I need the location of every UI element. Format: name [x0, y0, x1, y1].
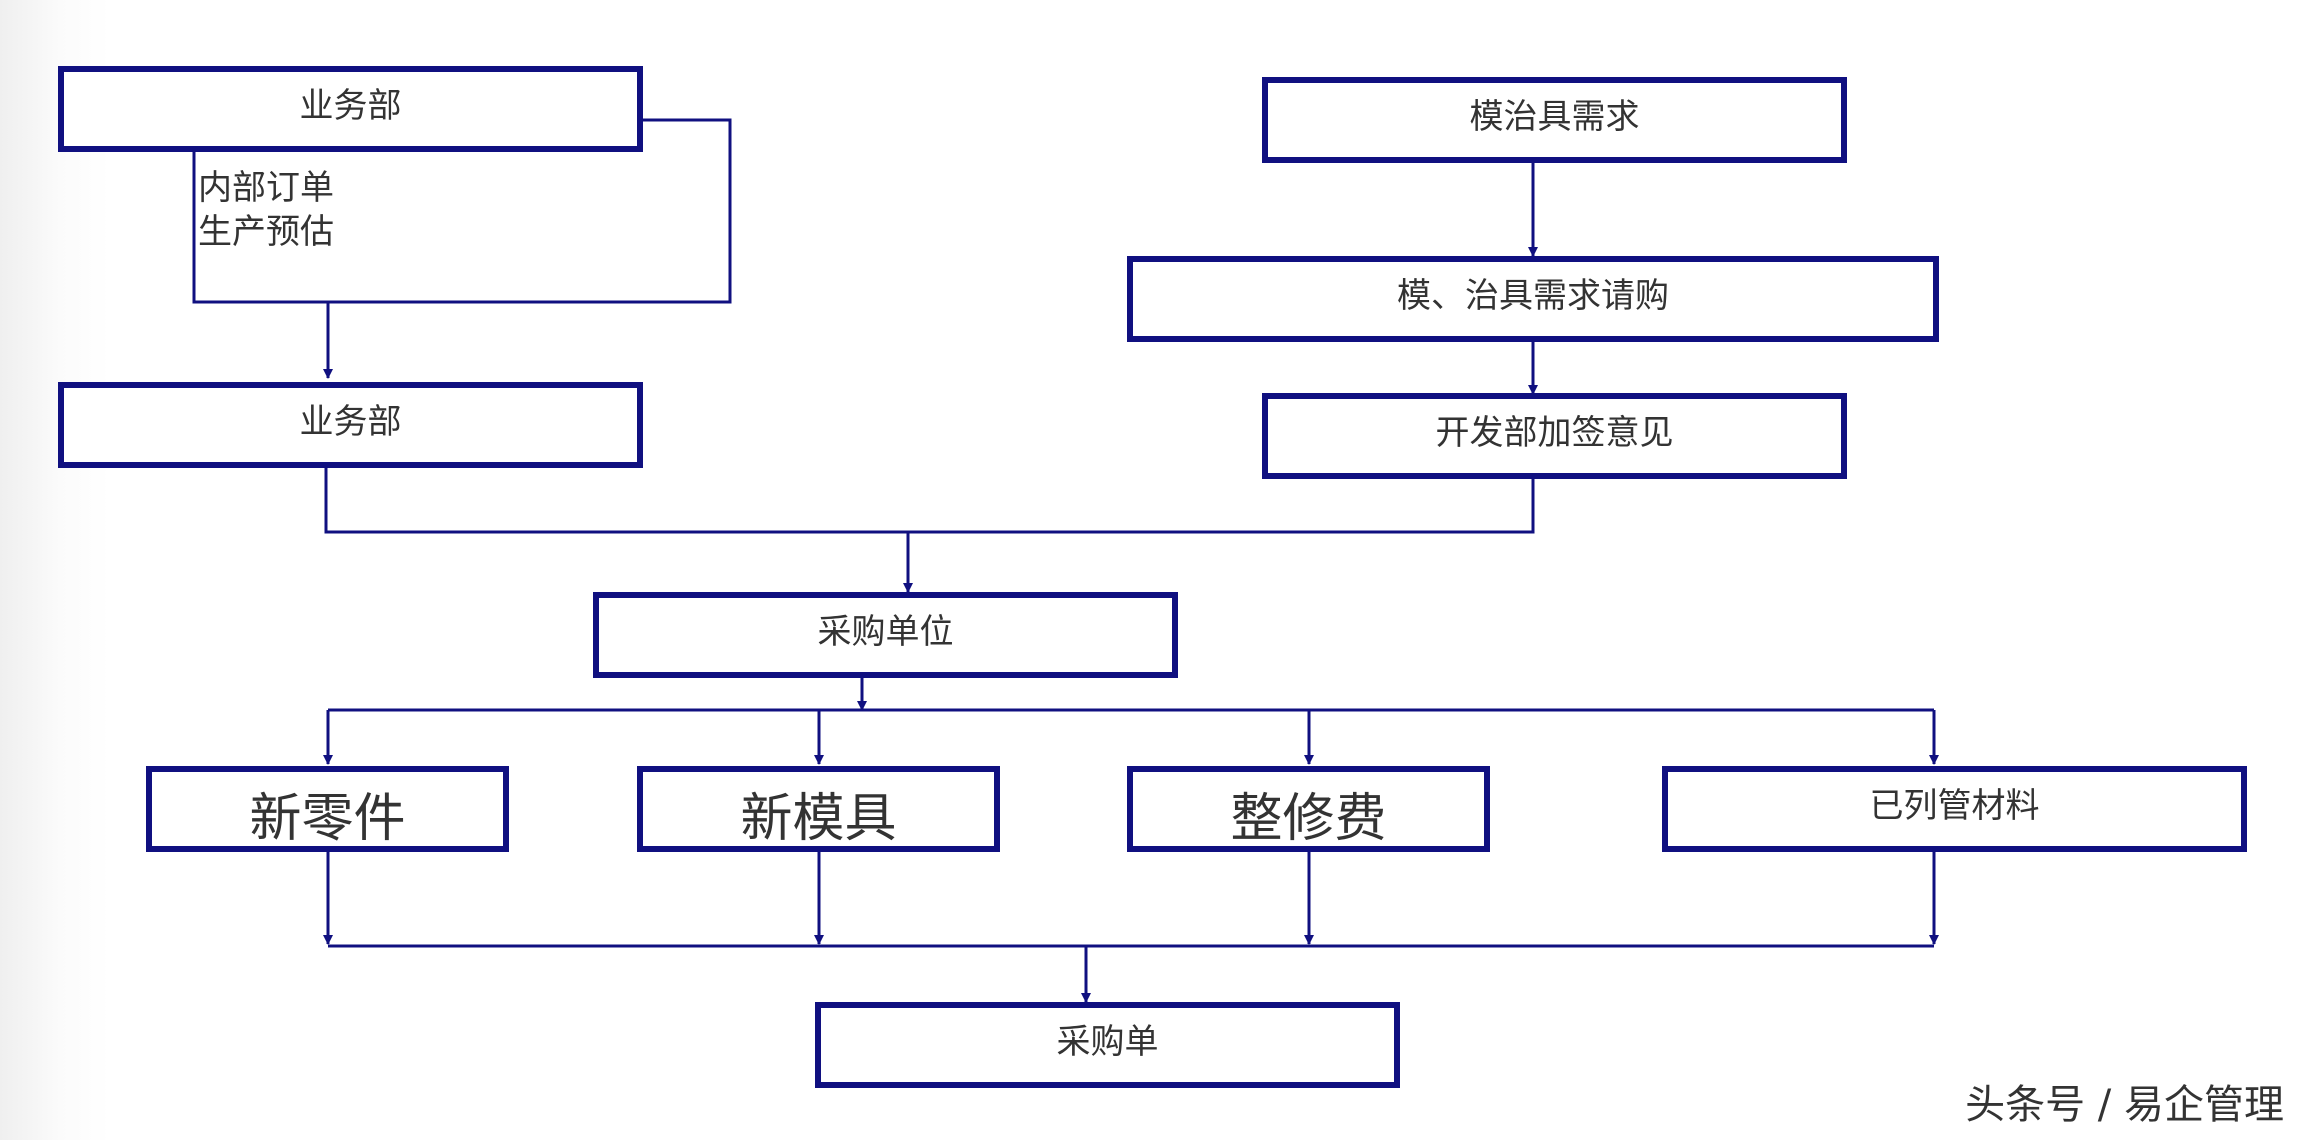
merge-line-left — [324, 462, 1535, 534]
box-repair-fee: 整修费 — [1127, 766, 1490, 852]
annotation-production-estimate: 生产预估 — [198, 212, 334, 252]
box-label: 业务部 — [299, 402, 402, 442]
annotation-internal-order: 内部订单 — [198, 168, 334, 208]
box-rd-countersign: 开发部加签意见 — [1262, 393, 1847, 479]
box-purchasing-unit: 采购单位 — [593, 592, 1178, 678]
box-label: 模、治具需求请购 — [1397, 276, 1669, 316]
box-label: 新零件 — [249, 789, 406, 849]
box-label: 整修费 — [1230, 789, 1387, 849]
box-sales-dept-bottom: 业务部 — [58, 382, 643, 468]
box-label: 开发部加签意见 — [1435, 413, 1674, 453]
box-mold-fixture-demand: 模治具需求 — [1262, 77, 1847, 163]
box-label: 采购单 — [1056, 1022, 1159, 1062]
box-new-molds: 新模具 — [637, 766, 1000, 852]
box-mold-fixture-requisition: 模、治具需求请购 — [1127, 256, 1939, 342]
box-label: 新模具 — [740, 789, 897, 849]
watermark: 头条号 / 易企管理 — [1965, 1082, 2284, 1128]
loop-line-sales — [192, 118, 732, 304]
box-new-parts: 新零件 — [146, 766, 509, 852]
box-label: 已列管材料 — [1869, 786, 2040, 826]
box-label: 采购单位 — [817, 612, 954, 652]
box-sales-dept-top: 业务部 — [58, 66, 643, 152]
box-purchase-order: 采购单 — [815, 1002, 1400, 1088]
box-label: 模治具需求 — [1469, 97, 1640, 137]
box-label: 业务部 — [299, 86, 402, 126]
box-listed-materials: 已列管材料 — [1662, 766, 2247, 852]
